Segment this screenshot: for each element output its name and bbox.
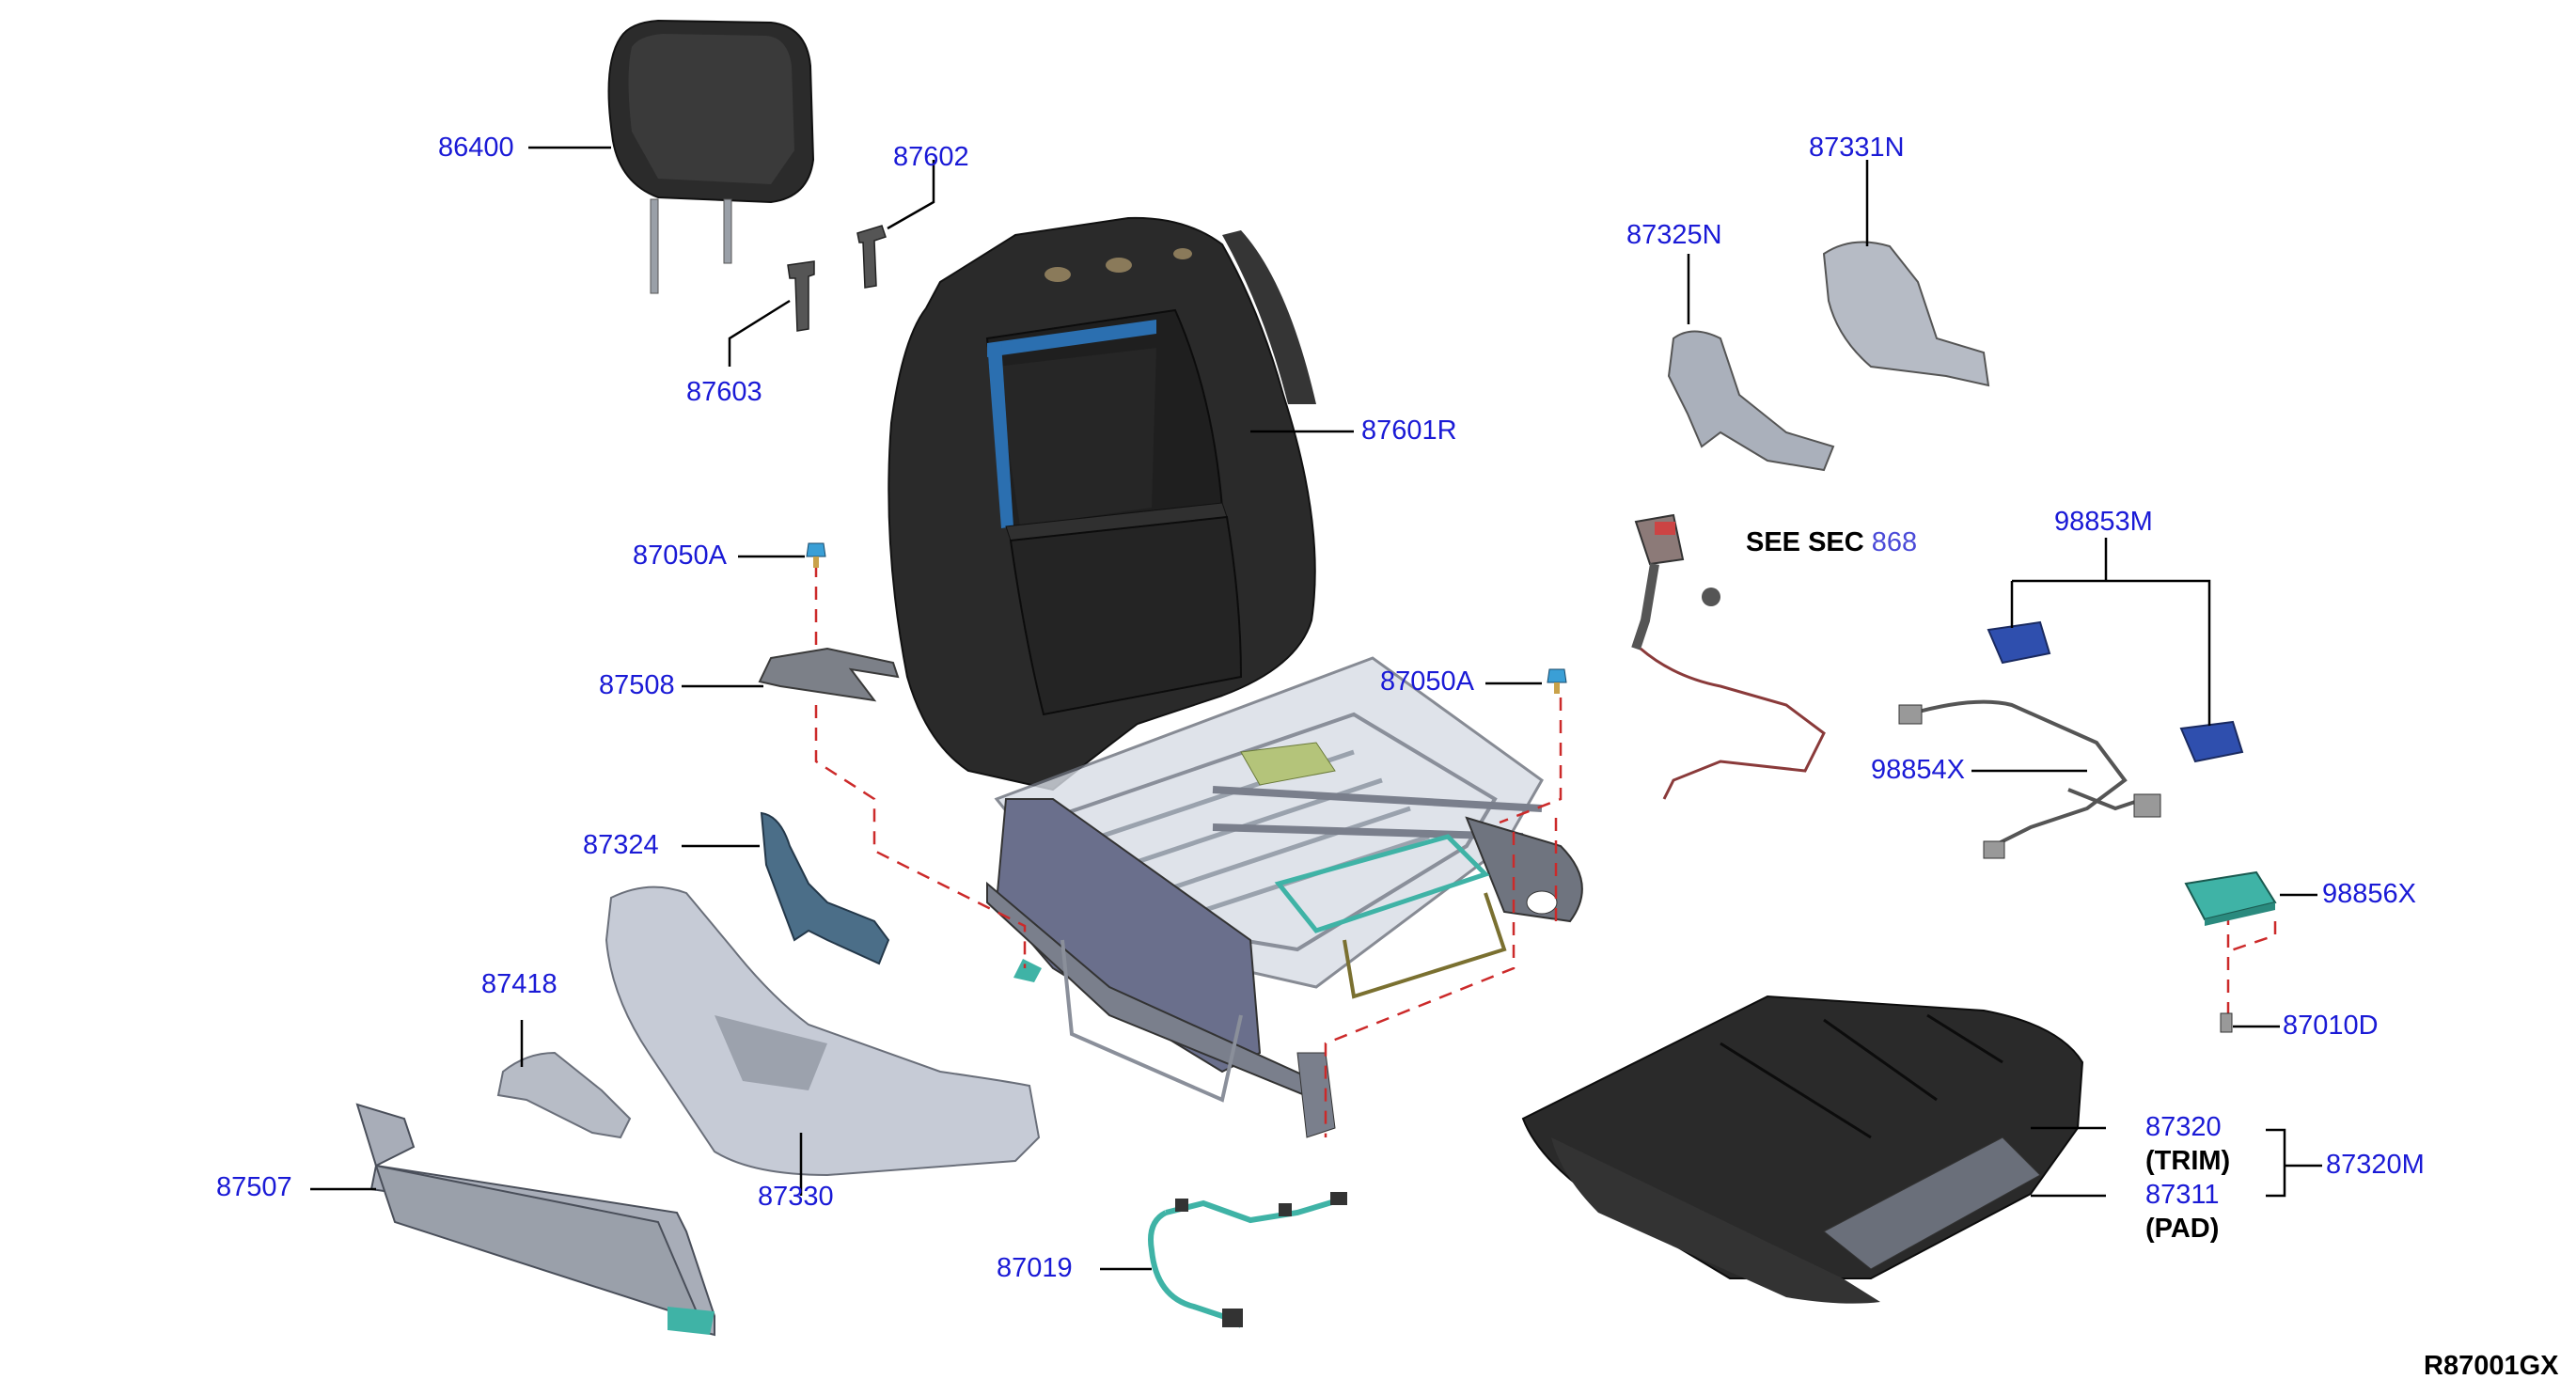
label-87508[interactable]: 87508	[599, 670, 675, 700]
label-87320M[interactable]: 87320M	[2326, 1150, 2425, 1180]
label-87331N[interactable]: 87331N	[1809, 133, 1905, 163]
module-98856X[interactable]	[2184, 870, 2277, 926]
leader-lines	[310, 146, 2322, 1271]
seat-belt-buckle[interactable]	[1631, 513, 1826, 800]
headrest-86400[interactable]	[607, 19, 815, 294]
label-86400[interactable]: 86400	[438, 133, 514, 163]
label-87601R[interactable]: 87601R	[1361, 415, 1457, 446]
label-87050A-right[interactable]: 87050A	[1380, 666, 1474, 697]
label-87320[interactable]: 87320	[2145, 1112, 2222, 1142]
bracket-87325N[interactable]	[1667, 330, 1835, 472]
alignment-lines	[814, 564, 2277, 1137]
see-section-reference[interactable]: SEE SEC 868	[1746, 526, 1917, 558]
label-87010D[interactable]: 87010D	[2283, 1011, 2379, 1041]
trim-87507[interactable]	[355, 1103, 715, 1337]
bracket-87324[interactable]	[760, 811, 890, 965]
wire-harness-98854X[interactable]	[1898, 699, 2161, 859]
label-trim: (TRIM)	[2145, 1146, 2231, 1176]
screw-87010D[interactable]	[2220, 1012, 2233, 1033]
label-87311[interactable]: 87311	[2145, 1180, 2220, 1210]
diagram-id: R87001GX	[2424, 1351, 2559, 1381]
bracket-87508[interactable]	[758, 647, 900, 702]
side-cover-87330[interactable]	[605, 886, 1041, 1177]
label-98856X[interactable]: 98856X	[2322, 879, 2416, 909]
clip-87050a-right[interactable]	[1547, 668, 1567, 694]
headrest-guide-87603[interactable]	[787, 260, 815, 332]
label-87330[interactable]: 87330	[758, 1182, 834, 1212]
label-98853M[interactable]: 98853M	[2054, 507, 2153, 537]
headrest-guide-87602[interactable]	[856, 225, 887, 289]
label-87603[interactable]: 87603	[686, 377, 762, 407]
label-98854X[interactable]: 98854X	[1871, 755, 1965, 785]
seatback-87601R[interactable]	[887, 216, 1316, 792]
label-87324[interactable]: 87324	[583, 830, 659, 860]
label-87019[interactable]: 87019	[997, 1253, 1073, 1283]
cover-87418[interactable]	[496, 1051, 632, 1139]
label-87418[interactable]: 87418	[481, 969, 558, 999]
clip-87050a-left[interactable]	[806, 542, 826, 568]
see-section-number[interactable]: 868	[1871, 527, 1918, 557]
label-87325N[interactable]: 87325N	[1626, 220, 1722, 250]
label-87050A-left[interactable]: 87050A	[633, 541, 727, 571]
sensor-98853m-left[interactable]	[1987, 620, 2051, 665]
sensor-98853m-right[interactable]	[2179, 720, 2244, 763]
see-section-text: SEE SEC	[1746, 527, 1864, 557]
wire-harness-87019[interactable]	[1148, 1192, 1347, 1328]
label-87602[interactable]: 87602	[893, 142, 969, 172]
cushion-87320[interactable]	[1521, 995, 2084, 1304]
label-pad: (PAD)	[2145, 1214, 2220, 1244]
cover-87331N[interactable]	[1822, 241, 1990, 387]
label-87507[interactable]: 87507	[216, 1172, 292, 1202]
